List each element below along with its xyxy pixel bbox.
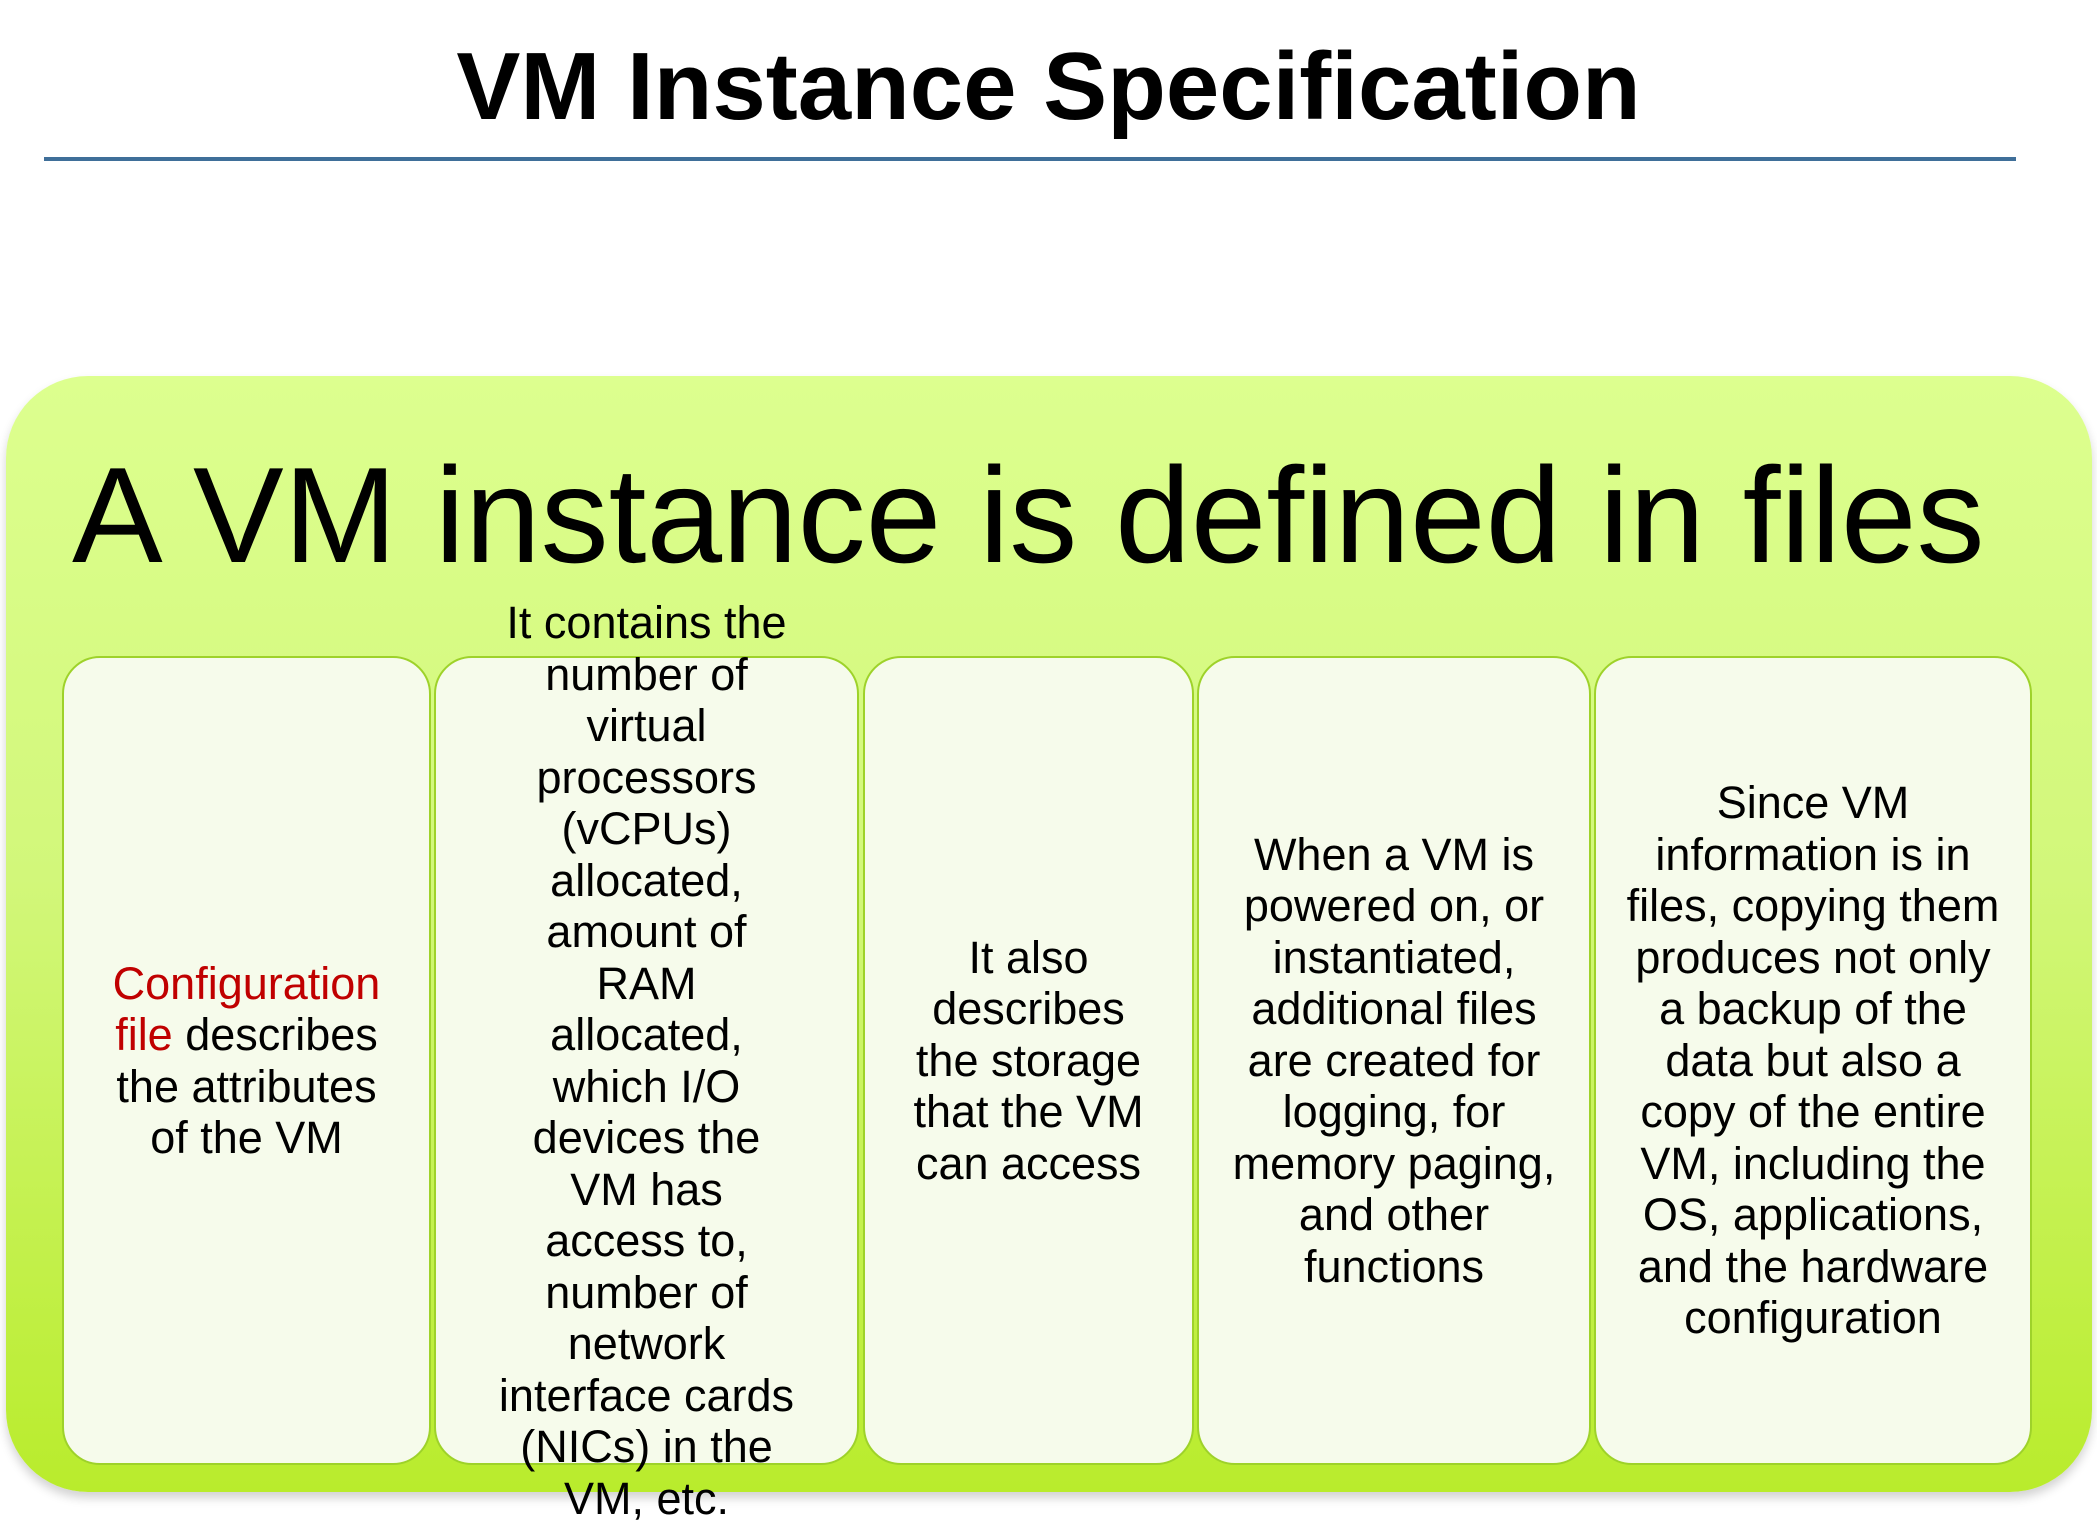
card-copying: Since VM information is in files, copyin… xyxy=(1594,656,2032,1465)
card-text: Configuration file describes the attribu… xyxy=(97,958,397,1164)
card-contents: It contains the number of virtual proces… xyxy=(434,597,859,1524)
title-divider xyxy=(44,157,2016,161)
card-highlight-term: Configuration file xyxy=(112,957,381,1061)
card-text: Since VM information is in files, copyin… xyxy=(1626,777,2000,1344)
card-powered-on: When a VM is powered on, or instantiated… xyxy=(1197,656,1591,1465)
panel-heading: A VM instance is defined in files xyxy=(72,439,1985,591)
card-configuration-file: Configuration file describes the attribu… xyxy=(62,656,431,1465)
card-text: When a VM is powered on, or instantiated… xyxy=(1232,828,1556,1292)
card-text: It also describes the storage that the V… xyxy=(913,931,1144,1189)
slide-title: VM Instance Specification xyxy=(456,33,1641,140)
card-text: It contains the number of virtual proces… xyxy=(498,597,795,1524)
card-storage: It also describes the storage that the V… xyxy=(863,656,1194,1465)
card-body: describes the attributes of the VM xyxy=(116,1009,378,1163)
